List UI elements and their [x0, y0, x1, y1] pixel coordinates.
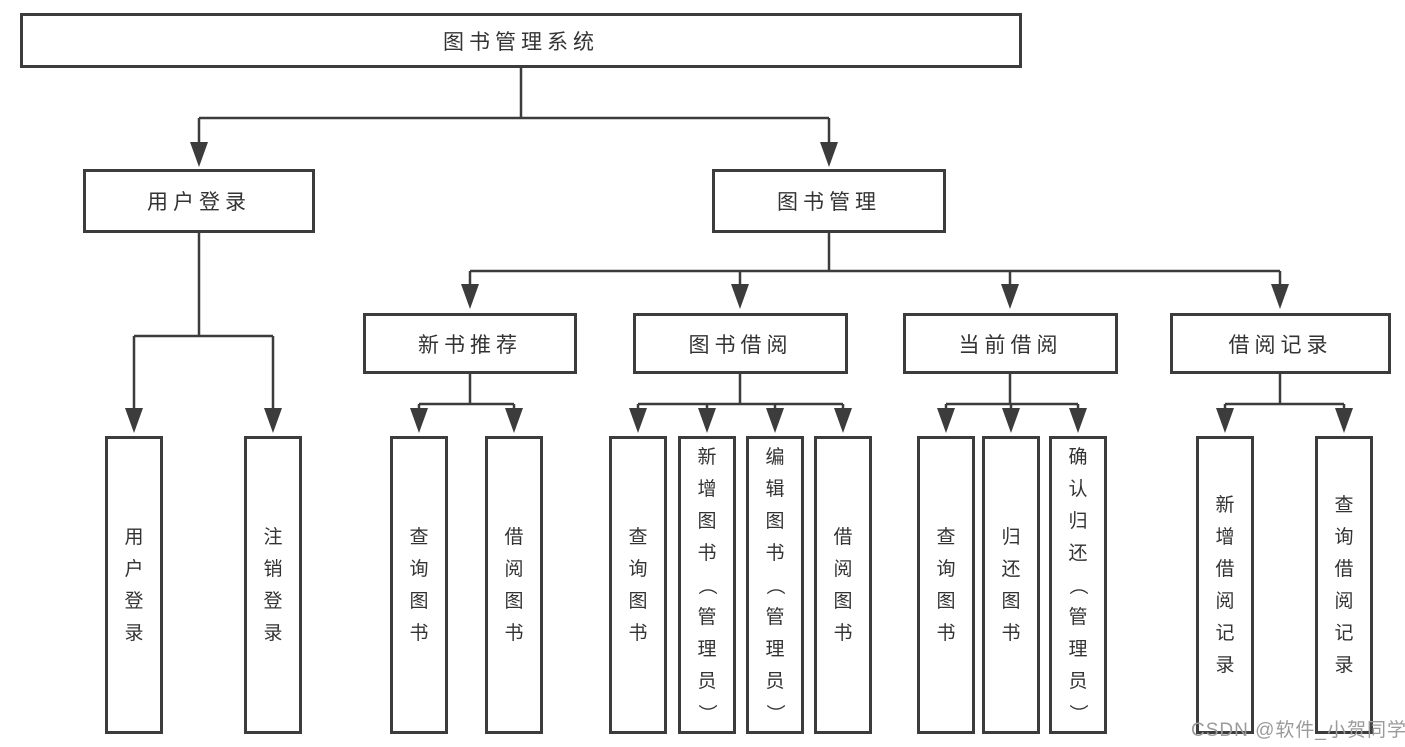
leaf-label: 借阅图书 [504, 526, 524, 644]
leaf-label: 注销登录 [263, 526, 283, 644]
leaf-logout-login: 注销登录 [244, 436, 302, 734]
leaf-br-query-record: 查询借阅记录 [1315, 436, 1373, 734]
node-new-book-recommendation: 新书推荐 [363, 313, 577, 374]
leaf-cb-query-book: 查询图书 [917, 436, 975, 734]
arrow-down-icon [731, 284, 749, 309]
leaf-label: 查询图书 [409, 526, 429, 644]
leaf-cb-return-book: 归还图书 [982, 436, 1040, 734]
arrow-down-icon [629, 408, 647, 433]
leaf-cb-confirm-return-admin: 确认归还（管理员） [1049, 436, 1107, 734]
leaf-br-add-record: 新增借阅记录 [1196, 436, 1254, 734]
node-book-management: 图书管理 [712, 169, 946, 233]
arrow-down-icon [190, 142, 208, 167]
node-label: 用户登录 [147, 191, 251, 214]
watermark-text: CSDN @软件_小贺同学 [1191, 720, 1405, 741]
leaf-bb-add-book-admin: 新增图书（管理员） [678, 436, 736, 734]
leaf-label: 确认归还（管理员） [1067, 446, 1089, 723]
leaf-bb-query-book: 查询图书 [609, 436, 667, 734]
node-current-borrowing: 当前借阅 [903, 313, 1118, 374]
arrow-down-icon [1216, 408, 1234, 433]
arrow-down-icon [505, 408, 523, 433]
arrow-down-icon [461, 284, 479, 309]
arrow-down-icon [937, 408, 955, 433]
arrow-down-icon [264, 408, 282, 433]
node-book-borrowing: 图书借阅 [633, 313, 848, 374]
arrow-down-icon [125, 408, 143, 433]
arrow-down-icon [834, 408, 852, 433]
leaf-user-login: 用户登录 [105, 436, 163, 734]
node-root: 图书管理系统 [20, 13, 1022, 68]
arrow-down-icon [1001, 284, 1019, 309]
node-label: 图书管理 [777, 191, 881, 214]
leaf-label: 查询借阅记录 [1334, 494, 1354, 676]
leaf-nb-borrow-book: 借阅图书 [485, 436, 543, 734]
arrow-down-icon [1271, 284, 1289, 309]
arrow-down-icon [410, 408, 428, 433]
node-label: 图书借阅 [688, 333, 793, 357]
node-user-login: 用户登录 [83, 169, 315, 233]
arrow-down-icon [698, 408, 716, 433]
leaf-label: 编辑图书（管理员） [764, 446, 786, 723]
node-label: 当前借阅 [958, 333, 1063, 357]
node-label: 新书推荐 [418, 333, 522, 357]
leaf-label: 查询图书 [628, 526, 648, 644]
node-borrowing-records: 借阅记录 [1170, 313, 1391, 374]
leaf-bb-edit-book-admin: 编辑图书（管理员） [746, 436, 804, 734]
leaf-label: 新增图书（管理员） [696, 446, 718, 723]
leaf-label: 归还图书 [1001, 526, 1021, 644]
arrow-down-icon [1069, 408, 1087, 433]
leaf-label: 新增借阅记录 [1215, 494, 1235, 676]
leaf-label: 用户登录 [124, 526, 144, 644]
arrow-down-icon [766, 408, 784, 433]
leaf-bb-borrow-book: 借阅图书 [814, 436, 872, 734]
arrow-down-icon [820, 142, 838, 167]
leaf-nb-query-book: 查询图书 [390, 436, 448, 734]
arrow-down-icon [1335, 408, 1353, 433]
leaf-label: 查询图书 [936, 526, 956, 644]
arrowhead-icons [125, 142, 1353, 433]
leaf-label: 借阅图书 [833, 526, 853, 644]
node-label: 借阅记录 [1228, 333, 1333, 357]
node-label: 图书管理系统 [443, 30, 599, 54]
arrow-down-icon [1002, 408, 1020, 433]
